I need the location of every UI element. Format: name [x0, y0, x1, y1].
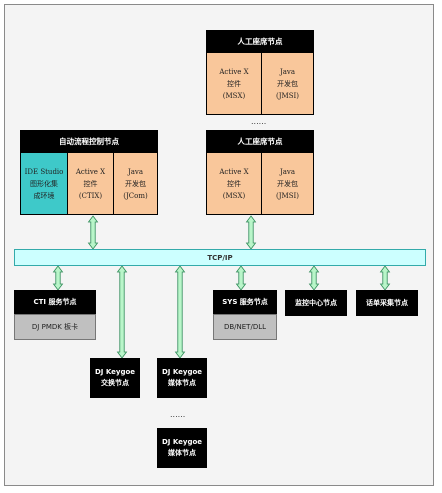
agent-node-bottom: 人工座席节点 Active X 控件 (MSX) Java 开发包 (JMSI): [206, 130, 314, 215]
tcpip-bus: TCP/IP: [14, 249, 426, 266]
sys-service-node: SYS 服务节点: [213, 290, 277, 314]
agent-top-java-cell: Java 开发包 (JMSI): [261, 52, 314, 115]
auto-flow-activex-cell: Active X 控件 (CTIX): [67, 152, 114, 215]
arrow-keygoe-media-bus: [174, 265, 186, 359]
agent-bottom-activex-cell: Active X 控件 (MSX): [206, 152, 262, 215]
keygoe-media-node-2: DJ Keygoe 媒体节点: [157, 428, 207, 468]
tcpip-bus-label: TCP/IP: [207, 253, 233, 262]
arrow-cti-bus: [52, 265, 64, 291]
agent-node-top: 人工座席节点 Active X 控件 (MSX) Java 开发包 (JMSI): [206, 30, 314, 115]
arrow-keygoe-switch-bus: [116, 265, 128, 359]
auto-flow-node-title: 自动流程控制节点: [20, 130, 158, 152]
auto-flow-java-cell: Java 开发包 (JCom): [113, 152, 158, 215]
keygoe-switch-node: DJ Keygoe 交换节点: [90, 358, 140, 398]
cti-service-node: CTI 服务节点: [14, 290, 96, 314]
arrow-sys-bus: [235, 265, 247, 291]
arrow-report-bus: [379, 265, 391, 291]
agent-node-top-title: 人工座席节点: [206, 30, 314, 52]
auto-flow-node: 自动流程控制节点 IDE Studio 图形化集 成环境 Active X 控件…: [20, 130, 158, 215]
agent-node-bottom-title: 人工座席节点: [206, 130, 314, 152]
pmdk-card: DJ PMDK 板卡: [14, 314, 96, 340]
monitor-center-node: 监控中心节点: [285, 290, 347, 316]
arrow-monitor-bus: [308, 265, 320, 291]
arrow-agent-bus: [245, 215, 257, 250]
keygoe-media-node-1: DJ Keygoe 媒体节点: [157, 358, 207, 398]
arrow-autoflow-bus: [87, 215, 99, 250]
report-collect-node: 话单采集节点: [356, 290, 418, 316]
agent-bottom-java-cell: Java 开发包 (JMSI): [261, 152, 314, 215]
media-ellipsis: ......: [170, 410, 186, 419]
agent-ellipsis: ......: [251, 117, 267, 126]
ide-studio-cell: IDE Studio 图形化集 成环境: [20, 152, 68, 215]
db-net-dll: DB/NET/DLL: [213, 314, 277, 340]
agent-top-activex-cell: Active X 控件 (MSX): [206, 52, 262, 115]
